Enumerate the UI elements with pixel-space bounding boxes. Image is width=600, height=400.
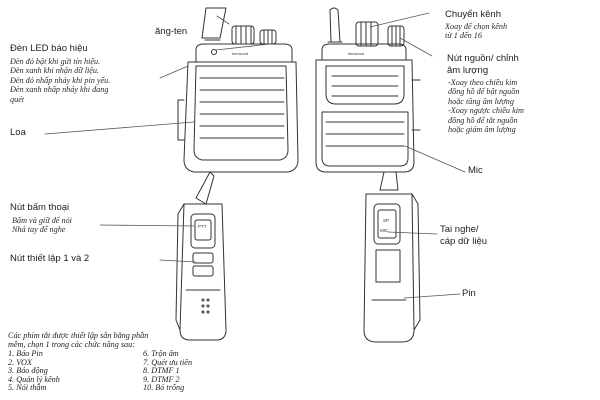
list-item: 7. Quét ưu tiên	[143, 357, 193, 367]
mic-label-on-device: MIC	[380, 228, 389, 233]
radio-front-view	[178, 8, 298, 172]
shortcut-intro: Các phím tắt được thiết lập sẵn bằng phầ…	[8, 331, 149, 349]
led-label: Đèn LED báo hiệu	[10, 43, 88, 54]
list-item: 9. DTMF 2	[143, 374, 180, 384]
battery-label: Pin	[462, 288, 476, 299]
ptt-label-on-device: PTT	[198, 224, 207, 229]
setup-buttons-label: Nút thiết lập 1 và 2	[10, 253, 90, 264]
list-item: 2. VOX	[8, 357, 32, 367]
ptt-note: Bấm và giữ để nói Nhả tay để nghe	[12, 216, 72, 235]
speaker-label: Loa	[10, 127, 26, 138]
antenna-label: ăng-ten	[155, 26, 188, 37]
ptt-label: Nút bấm thoại	[10, 202, 70, 213]
list-item: 1. Báo Pin	[8, 349, 43, 358]
brand-back: kenwood	[348, 51, 364, 56]
channel-note: Xoay để chọn kênh từ 1 đến 16	[445, 22, 508, 41]
mic-label: Mic	[468, 165, 483, 176]
earphone-label: Tai nghe/ cáp dữ liệu	[440, 224, 488, 247]
list-item: 8. DTMF 1	[143, 366, 180, 376]
list-item: 4. Quản lý kênh	[8, 374, 60, 384]
shortcut-list-col2: 6. Trộn âm 7. Quét ưu tiên 8. DTMF 1 9. …	[143, 349, 193, 393]
list-item: 10. Bỏ trống	[143, 383, 185, 393]
list-item: 5. Nói thầm	[8, 383, 47, 393]
leader-lines	[45, 13, 465, 298]
radio-back-view	[316, 8, 420, 172]
radio-left-side-view	[176, 172, 226, 340]
sp-label-on-device: SP	[383, 218, 389, 223]
list-item: 3. Báo động	[8, 366, 48, 376]
list-item: 6. Trộn âm	[143, 349, 179, 358]
shortcut-list-col1: 1. Báo Pin 2. VOX 3. Báo động 4. Quản lý…	[8, 349, 60, 393]
radio-right-side-view	[364, 172, 420, 342]
brand-front: kenwood	[232, 51, 248, 56]
power-note: -Xoay theo chiều kim đồng hồ để bật nguồ…	[448, 78, 524, 135]
channel-label: Chuyển kênh	[445, 9, 501, 20]
power-volume-label: Nút nguồn/ chỉnh âm lượng	[447, 53, 519, 76]
led-note: Đèn đỏ bật khi gửi tín hiệu. Đèn xanh kh…	[10, 57, 111, 104]
